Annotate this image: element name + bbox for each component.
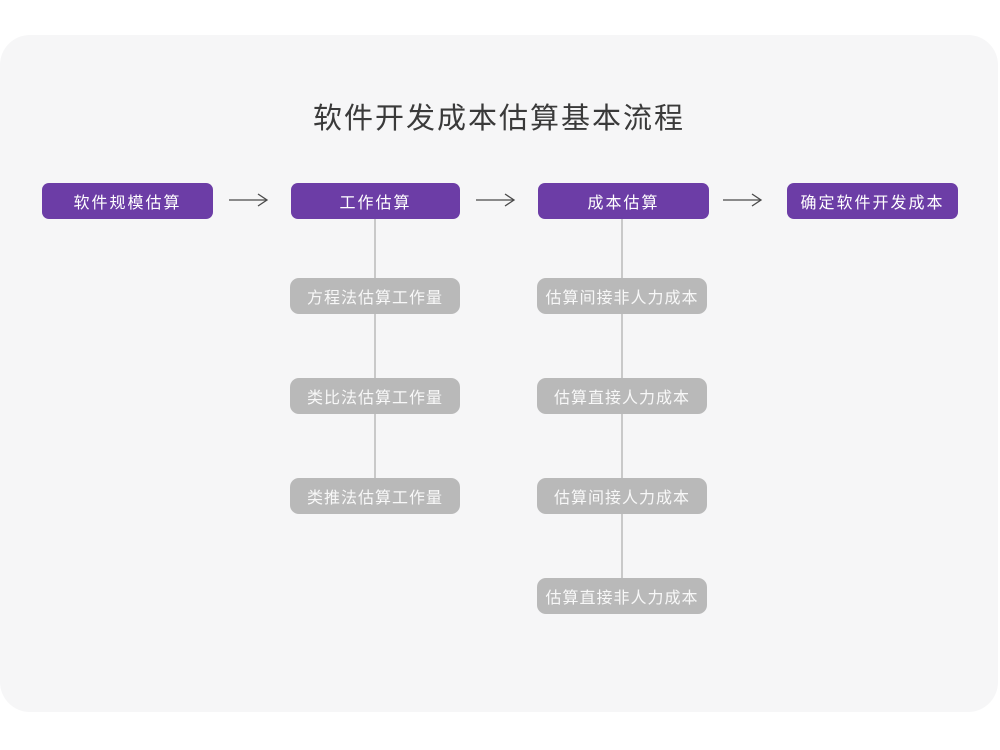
sub-node-extrapolation-method: 类推法估算工作量: [290, 478, 460, 514]
flow-node-cost-estimation: 成本估算: [538, 183, 709, 219]
sub-node-analogy-method: 类比法估算工作量: [290, 378, 460, 414]
sub-node-equation-method: 方程法估算工作量: [290, 278, 460, 314]
diagram-title: 软件开发成本估算基本流程: [312, 103, 685, 135]
connector-line-work-estimation: [374, 219, 376, 480]
flow-node-software-scale-estimation: 软件规模估算: [42, 183, 213, 219]
flow-node-work-estimation: 工作估算: [291, 183, 460, 219]
sub-node-indirect-labor-cost: 估算间接人力成本: [537, 478, 707, 514]
sub-node-direct-non-labor-cost: 估算直接非人力成本: [537, 578, 707, 614]
sub-node-direct-labor-cost: 估算直接人力成本: [537, 378, 707, 414]
sub-node-indirect-non-labor-cost: 估算间接非人力成本: [537, 278, 707, 314]
flowchart-canvas: 软件开发成本估算基本流程 软件规模估算 工作估算 成本估算 确定软件开发成本 方…: [0, 35, 998, 712]
arrow-right-icon: [723, 193, 763, 207]
arrow-right-icon: [229, 193, 269, 207]
flow-node-determine-development-cost: 确定软件开发成本: [787, 183, 958, 219]
arrow-right-icon: [476, 193, 516, 207]
